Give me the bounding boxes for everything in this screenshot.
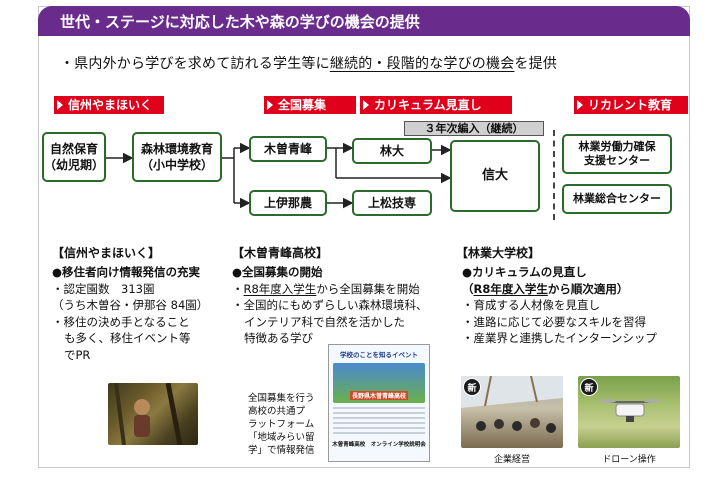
platform-note-line5: 学」で情報発信	[248, 445, 315, 456]
section-left-line4: も多く、移住イベント等	[64, 331, 191, 345]
section-middle-line1-post: から全国募集を開始	[316, 281, 420, 296]
intro-post: を提供	[514, 56, 558, 72]
intro-text: ・県内外から学びを求めて訪れる学生等に継続的・段階的な学びの機会を提供	[60, 53, 557, 73]
box-labor-support-center-line2: 支援センター	[584, 154, 650, 167]
flyer-text-block	[333, 407, 425, 437]
section-right-sub-open: （	[462, 281, 474, 296]
caption-drone-operation: ドローン操作	[602, 455, 656, 465]
box-kamimatsu-gisen: 上松技専	[352, 190, 432, 216]
intro-bullet: ・	[60, 56, 75, 72]
section-left-title: 【信州やまほいく】	[52, 246, 161, 260]
section-middle-line1-bullet: ・	[232, 281, 244, 296]
section-middle-title: 【木曽青峰高校】	[232, 246, 329, 260]
box-forest-education: 森林環境教育 （小中学校）	[132, 132, 222, 182]
photo-forest-play	[108, 383, 198, 445]
platform-note: 全国募集を行う 高校の共通プ ラットフォーム 「地域みらい留 学」で情報発信	[248, 392, 322, 457]
section-right-sub-post: から順次適用）	[547, 281, 629, 296]
section-left-line2: （うち木曽谷・伊那谷 84園）	[52, 298, 209, 312]
section-middle-line1-underlined: R8年度入学生	[243, 281, 317, 296]
section-forestry-college: 【林業大学校】 ●カリキュラムの見直し （R8年度入学生から順次適用） ・育成す…	[456, 244, 686, 347]
section-shinshu-yamahoiku: 【信州やまほいく】 ●移住者向け情報発信の充実 ・認定園数 313園 （うち木曽…	[52, 244, 228, 363]
photo-business-management-graphic	[461, 376, 563, 433]
section-right-line2: ・進路に応じて必要なスキルを習得	[462, 314, 646, 329]
divider-dashed	[553, 130, 555, 220]
section-middle-heading: ●全国募集の開始	[232, 265, 323, 279]
section-middle-line2: ・全国的にもめずらしい森林環境科、	[232, 298, 428, 312]
tag-curriculum: カリキュラム見直し	[360, 96, 512, 114]
box-kamiina-no: 上伊那農	[249, 190, 327, 216]
section-left-line5: でPR	[64, 347, 91, 362]
box-labor-support-center-line1: 林業労働力確保	[578, 140, 656, 153]
tag-zenkoku-boshu: 全国募集	[264, 96, 356, 114]
section-right-line3: ・産業界と連携したインターンシップ	[462, 331, 657, 345]
box-shindai: 信大	[450, 140, 540, 212]
new-badge-2: 新	[580, 378, 598, 396]
flyer-photo: 長野県木曽青峰高校	[333, 363, 425, 403]
flyer-school-name: 長野県木曽青峰高校	[349, 391, 408, 400]
section-left-heading: ●移住者向け情報発信の充実	[52, 265, 201, 279]
box-nursery: 自然保育 （幼児期）	[42, 132, 106, 182]
section-middle-line1: ・R8年度入学生から全国募集を開始	[232, 281, 452, 298]
section-right-line1: ・育成する人材像を見直し	[462, 298, 600, 312]
photo-forest-play-graphic	[114, 383, 183, 445]
page-title: 世代・ステージに対応した木や森の学びの機会の提供	[38, 6, 690, 36]
box-rindai: 林大	[352, 138, 432, 164]
platform-note-line4: 「地域みらい留	[248, 432, 315, 443]
section-right-sub-underlined: R8年度入学生	[473, 281, 548, 296]
box-kiso-seiho: 木曽青峰	[249, 136, 327, 162]
box-forestry-general-center: 林業総合センター	[562, 184, 672, 214]
event-flyer: 学校のことを知るイベント 長野県木曽青峰高校 木曽青峰高校 オンライン学校説明会	[328, 344, 430, 462]
intro-pre: 県内外から学びを求めて訪れる学生等に	[74, 56, 330, 72]
box-forest-education-line2: （小中学校）	[140, 158, 213, 172]
photo-drone-operation-graphic	[600, 399, 660, 422]
intro-underlined: 継続的・段階的な学びの機会	[329, 56, 515, 72]
section-right-heading: ●カリキュラムの見直し	[462, 265, 587, 279]
section-left-line3: ・移住の決め手となること	[52, 314, 190, 329]
section-right-title: 【林業大学校】	[456, 246, 541, 260]
flyer-title: 学校のことを知るイベント	[340, 351, 418, 359]
box-forest-education-line1: 森林環境教育	[140, 142, 213, 156]
label-third-year-transfer: ３年次編入（継続）	[404, 121, 544, 136]
tag-shinshu-yamahoiku: 信州やまほいく	[54, 96, 164, 114]
section-right-subheading: （R8年度入学生から順次適用）	[456, 281, 686, 298]
box-nursery-line2: （幼児期）	[44, 158, 105, 172]
section-kiso-seiho-highschool: 【木曽青峰高校】 ●全国募集の開始 ・R8年度入学生から全国募集を開始 ・全国的…	[232, 244, 452, 347]
flyer-footer: 木曽青峰高校 オンライン学校説明会	[332, 442, 426, 448]
section-middle-line3: インテリア科で自然を活かした	[244, 314, 405, 329]
platform-note-line2: 高校の共通プ	[248, 406, 306, 417]
platform-note-line1: 全国募集を行う	[248, 393, 315, 404]
box-nursery-line1: 自然保育	[49, 142, 98, 156]
tag-recurrent: リカレント教育	[574, 96, 688, 114]
platform-note-line3: ラットフォーム	[248, 419, 315, 430]
section-middle-line4: 特徴ある学び	[244, 331, 313, 345]
new-badge-1: 新	[463, 378, 481, 396]
box-labor-support-center: 林業労働力確保支援センター	[562, 134, 672, 174]
caption-business-management: 企業経営	[493, 455, 530, 465]
section-left-line1: ・認定園数 313園	[52, 281, 155, 296]
